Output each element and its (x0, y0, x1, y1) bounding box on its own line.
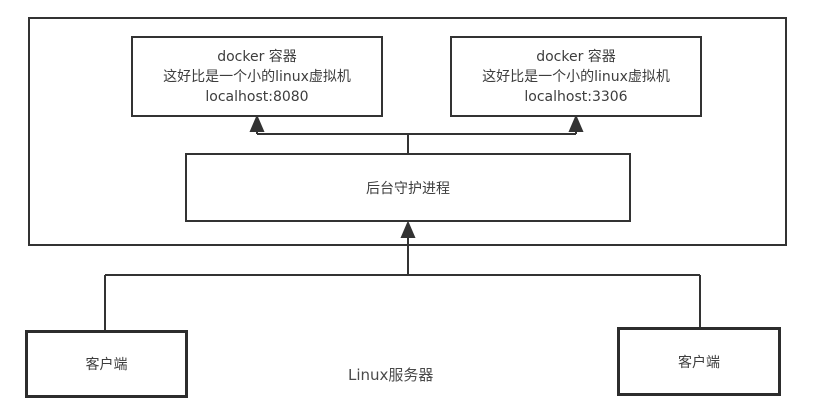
daemon-box: 后台守护进程 (185, 153, 631, 222)
docker-container-address: localhost:3306 (524, 88, 628, 105)
docker-container-subtitle: 这好比是一个小的linux虚拟机 (482, 68, 670, 85)
up-arrow-icon (568, 114, 584, 132)
client-label: 客户端 (678, 354, 720, 371)
docker-container-subtitle: 这好比是一个小的linux虚拟机 (163, 68, 351, 85)
client-box-left: 客户端 (25, 330, 188, 398)
docker-container-box-3306: docker 容器 这好比是一个小的linux虚拟机 localhost:330… (450, 36, 702, 117)
docker-container-title: docker 容器 (536, 48, 616, 65)
client-box-right: 客户端 (617, 327, 781, 396)
client-label: 客户端 (85, 357, 128, 373)
connector-daemon-to-containers (249, 114, 584, 153)
up-arrow-icon (249, 114, 265, 132)
connector-clients-to-daemon (104, 220, 701, 330)
linux-server-label: Linux服务器 (348, 366, 434, 384)
daemon-label: 后台守护进程 (366, 180, 450, 197)
docker-container-address: localhost:8080 (205, 88, 309, 105)
up-arrow-icon (400, 220, 416, 238)
docker-container-box-8080: docker 容器 这好比是一个小的linux虚拟机 localhost:808… (131, 36, 383, 117)
docker-container-title: docker 容器 (217, 48, 297, 65)
